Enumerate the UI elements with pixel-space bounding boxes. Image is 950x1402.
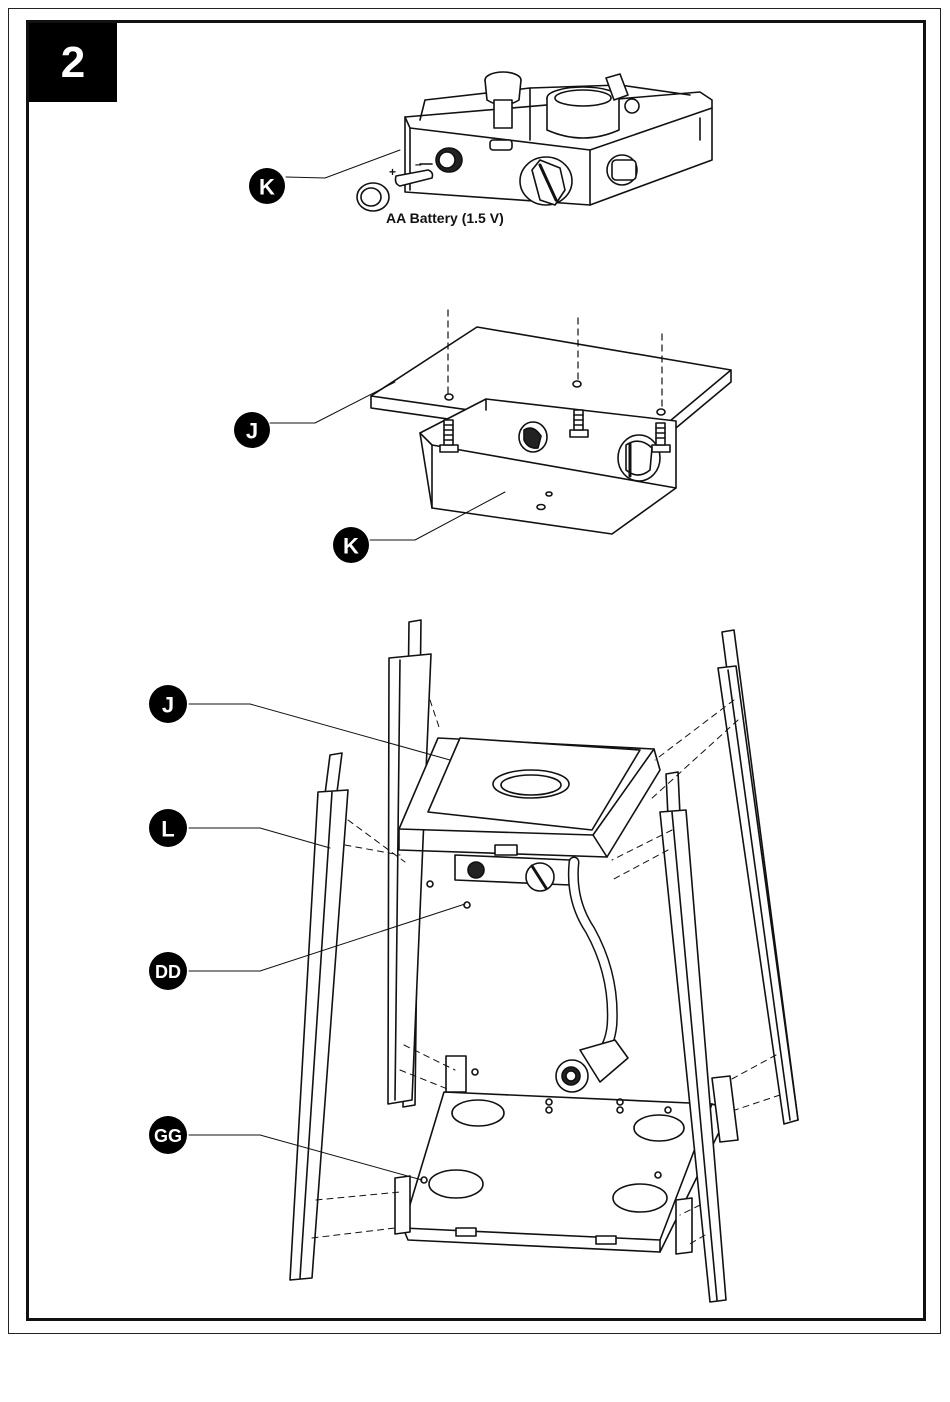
panel-and-box-exploded-view	[371, 310, 731, 534]
callout-j-bottom: J	[149, 685, 187, 723]
callout-j-mid: J	[234, 412, 270, 448]
callout-k-top: K	[249, 168, 285, 204]
battery-minus-sign: –	[415, 157, 422, 171]
callout-dd-bottom-label: DD	[155, 962, 181, 982]
battery-caption: AA Battery (1.5 V)	[386, 210, 504, 226]
battery-plus-sign: +	[389, 165, 396, 179]
callout-dd-bottom: DD	[149, 952, 187, 990]
callout-l-bottom-label: L	[161, 817, 174, 842]
cart-frame-assembly	[290, 620, 798, 1302]
control-box-top-view	[405, 72, 712, 205]
callout-gg-bottom: GG	[149, 1116, 187, 1154]
callout-j-mid-label: J	[246, 419, 258, 444]
callout-k-top-label: K	[259, 175, 275, 200]
callout-j-bottom-label: J	[162, 693, 174, 718]
callout-gg-bottom-label: GG	[154, 1126, 182, 1146]
callout-k-mid: K	[333, 527, 369, 563]
callout-l-bottom: L	[149, 809, 187, 847]
callout-k-mid-label: K	[343, 534, 359, 559]
